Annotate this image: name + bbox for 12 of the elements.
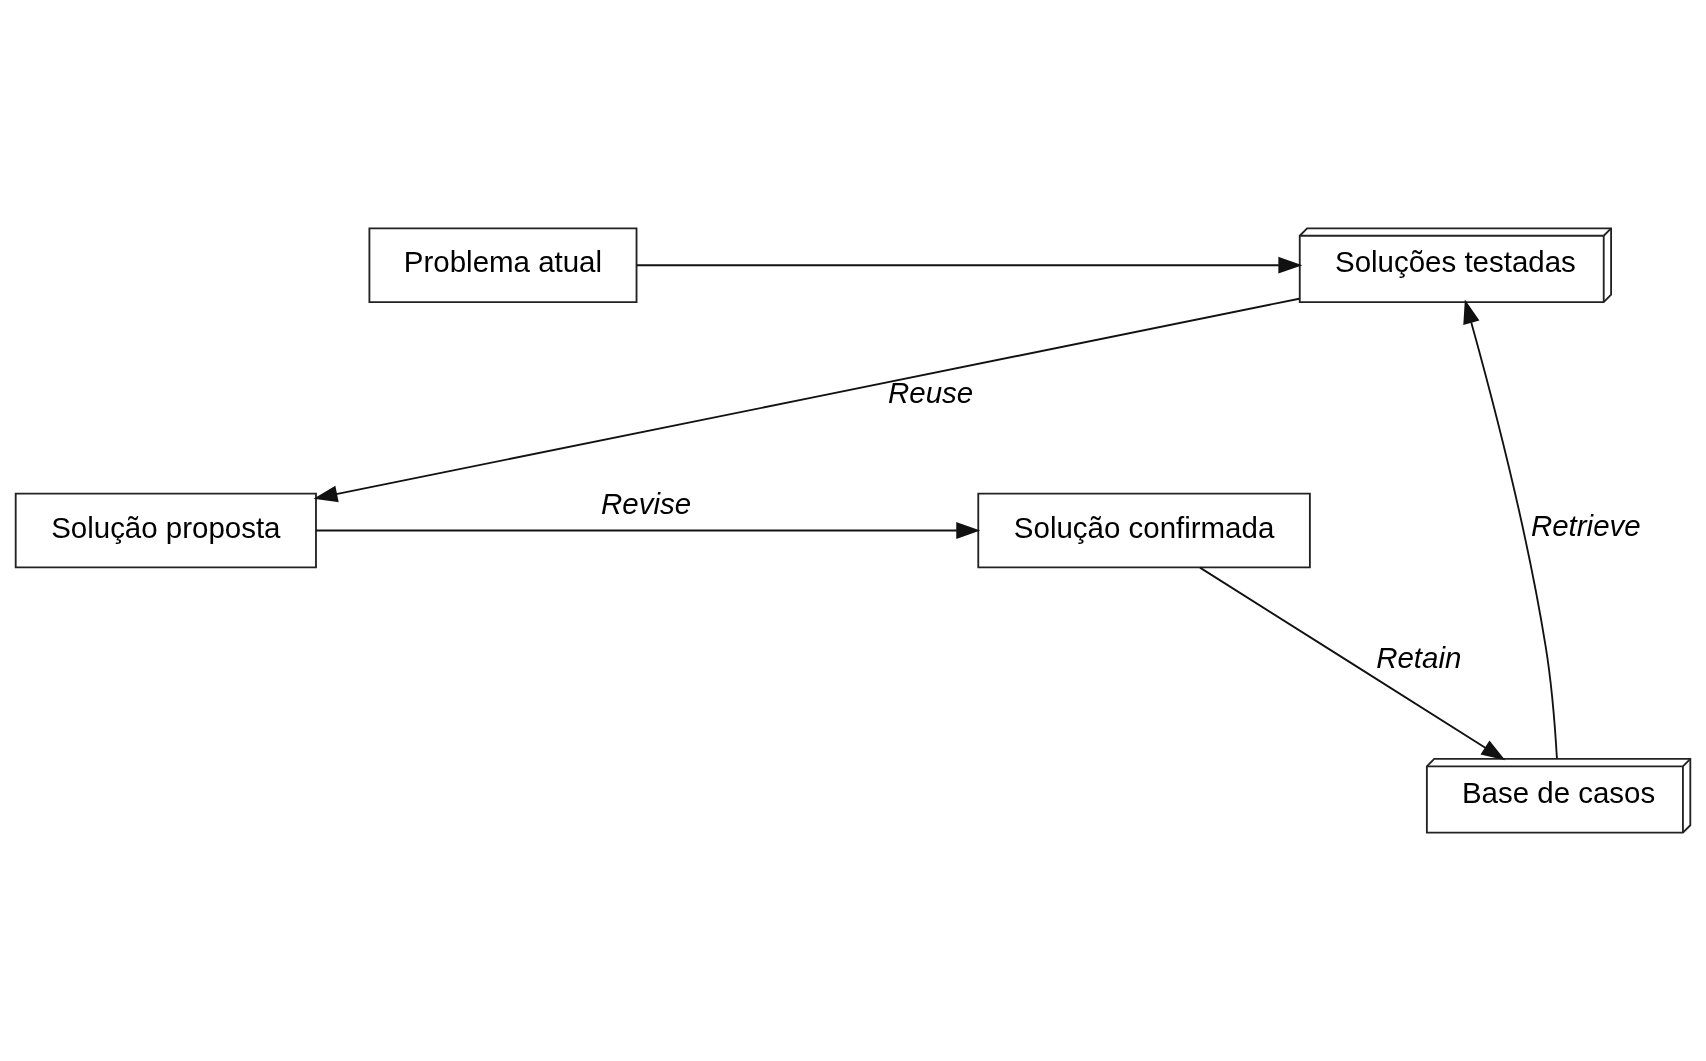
node-box: Solução confirmada — [977, 492, 1311, 569]
edge-label: Reuse — [888, 376, 974, 410]
arrow — [313, 297, 1301, 503]
edge-label: Revise — [601, 486, 692, 520]
arrow — [1199, 566, 1506, 761]
edge-label: Retrieve — [1530, 508, 1641, 542]
node-box: Solução proposta — [14, 492, 317, 569]
edge-label: Retain — [1376, 641, 1462, 675]
arrow — [1463, 299, 1558, 760]
arrow — [315, 522, 981, 539]
node-box: Problema atual — [368, 227, 638, 303]
arrow — [636, 256, 1303, 274]
